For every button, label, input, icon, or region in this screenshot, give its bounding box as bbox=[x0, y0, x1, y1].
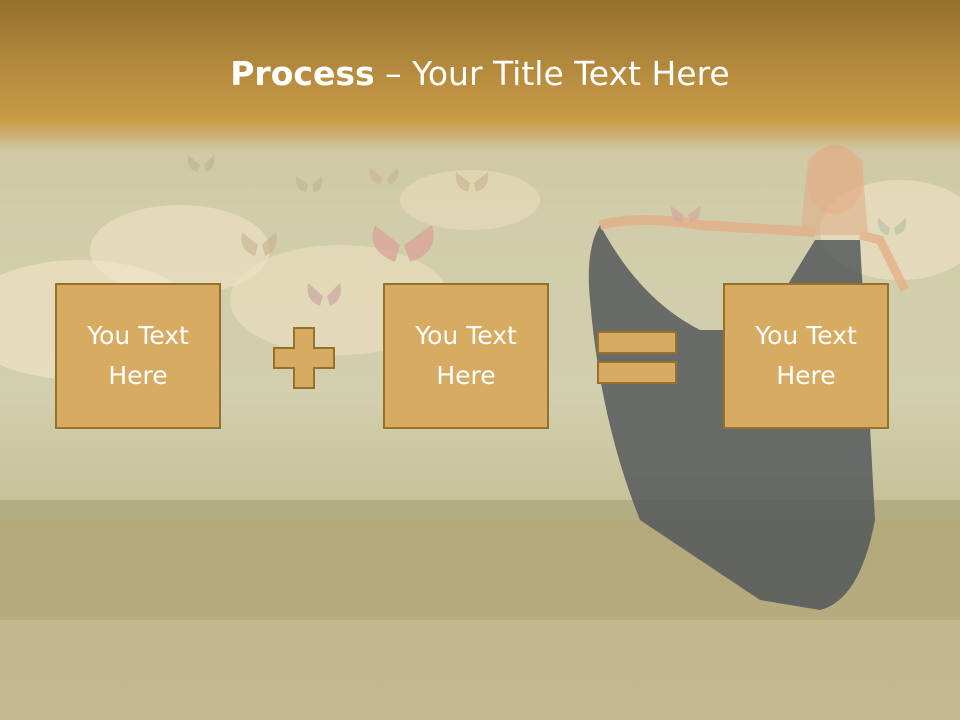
butterfly-icon bbox=[369, 168, 399, 185]
butterfly-icon bbox=[307, 283, 341, 306]
title-rest: – Your Title Text Here bbox=[374, 54, 730, 93]
text-box-1-line-1: You Text bbox=[87, 321, 189, 350]
title-bold: Process bbox=[230, 54, 375, 93]
butterfly-icon bbox=[670, 206, 701, 223]
equals-icon bbox=[597, 331, 677, 384]
text-box-3-line-2: Here bbox=[776, 361, 836, 390]
text-box-1[interactable]: You Text Here bbox=[55, 283, 221, 429]
butterfly-icon bbox=[877, 218, 907, 235]
text-box-2[interactable]: You Text Here bbox=[383, 283, 549, 429]
text-box-3[interactable]: You Text Here bbox=[723, 283, 889, 429]
plus-icon bbox=[273, 327, 335, 389]
text-box-2-line-2: Here bbox=[436, 361, 496, 390]
butterfly-icon bbox=[187, 155, 215, 172]
slide-title: Process – Your Title Text Here bbox=[0, 54, 960, 93]
title-bar bbox=[0, 0, 960, 150]
butterfly-icon bbox=[295, 176, 323, 192]
butterfly-icon bbox=[455, 172, 489, 192]
text-box-3-line-1: You Text bbox=[755, 321, 857, 350]
butterfly-icon bbox=[241, 232, 277, 256]
butterfly-icon bbox=[372, 225, 434, 262]
text-box-2-line-1: You Text bbox=[415, 321, 517, 350]
text-box-1-line-2: Here bbox=[108, 361, 168, 390]
